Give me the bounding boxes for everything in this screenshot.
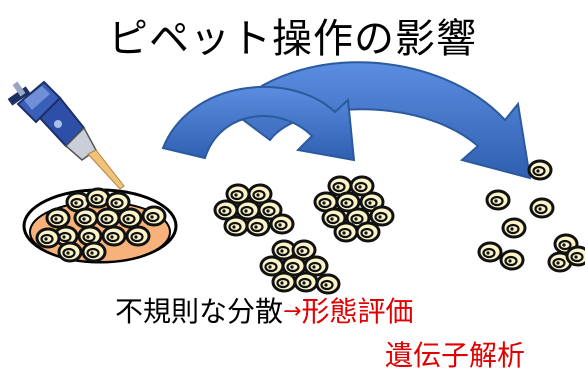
scattered-cells (477, 159, 585, 273)
small-curved-arrow (161, 86, 356, 162)
caption-line-1: 不規則な分散→形態評価 (115, 290, 413, 330)
page-title: ピペット操作の影響 (108, 16, 477, 62)
caption-gene-analysis: 遺伝子解析 (385, 339, 526, 372)
cell-cluster-b (313, 175, 395, 243)
large-curved-arrow (228, 61, 532, 180)
caption-irregular-dispersion: 不規則な分散 (115, 295, 284, 328)
pipette-icon (7, 80, 125, 190)
cell-cluster-a (213, 183, 295, 237)
caption-morphology-evaluation: 形態評価 (301, 295, 414, 328)
cell-cluster-c (259, 239, 341, 295)
caption-arrow: → (283, 299, 302, 324)
